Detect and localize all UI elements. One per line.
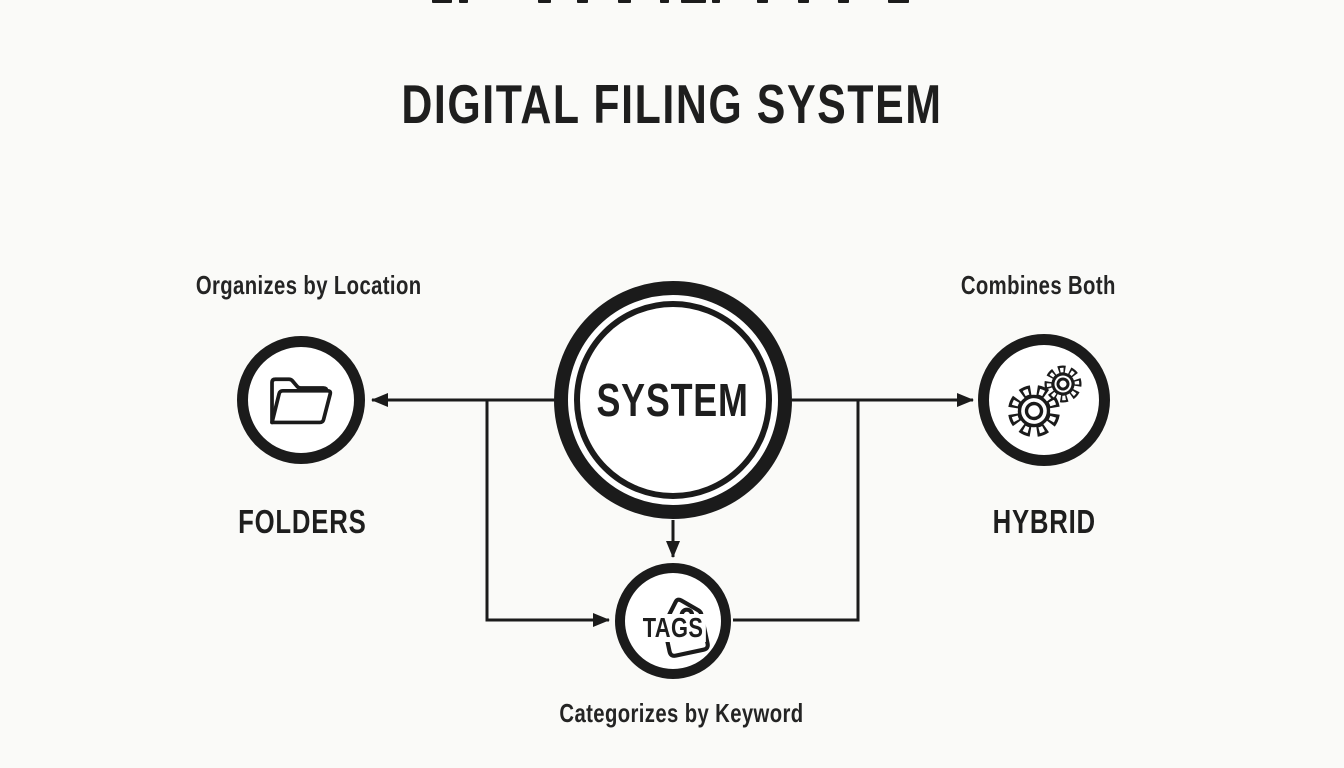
page-title-text: DIGITAL FILING SYSTEM — [401, 73, 943, 135]
folders-caption: Organizes by Location — [139, 270, 479, 301]
folders-label-text: FOLDERS — [237, 503, 367, 540]
system-node-inner-ring: SYSTEM — [574, 301, 772, 499]
top-dash — [838, 0, 849, 3]
top-dash — [757, 0, 768, 3]
top-dash — [432, 0, 452, 3]
top-dash — [660, 0, 669, 3]
top-dash — [798, 0, 809, 3]
line-right-branch-to-tags — [733, 400, 860, 622]
folder-icon — [270, 377, 333, 425]
top-dash — [459, 0, 468, 3]
hybrid-caption-text: Combines Both — [960, 270, 1116, 300]
folders-label: FOLDERS — [152, 503, 452, 541]
hybrid-label-text: HYBRID — [992, 503, 1096, 540]
top-dash — [618, 0, 631, 3]
system-label: SYSTEM — [596, 374, 750, 426]
folders-node — [237, 336, 365, 464]
page-title: DIGITAL FILING SYSTEM — [0, 72, 1344, 136]
hybrid-node — [978, 334, 1110, 466]
top-dash — [538, 0, 551, 3]
tags-label: TAGS — [640, 613, 706, 642]
tags-node: TAGS — [615, 563, 731, 679]
tags-caption-text: Categorizes by Keyword — [558, 698, 804, 728]
top-dash — [577, 0, 588, 3]
system-node: SYSTEM — [554, 281, 792, 519]
top-dash — [681, 0, 706, 3]
hybrid-caption: Combines Both — [868, 270, 1208, 301]
folders-caption-text: Organizes by Location — [196, 270, 422, 300]
arrow-left-branch-to-tags — [485, 400, 610, 627]
hybrid-label: HYBRID — [894, 503, 1194, 541]
top-dash — [712, 0, 720, 3]
tags-caption: Categorizes by Keyword — [511, 698, 851, 729]
top-dash — [888, 0, 909, 3]
gears-icon — [1008, 365, 1082, 437]
